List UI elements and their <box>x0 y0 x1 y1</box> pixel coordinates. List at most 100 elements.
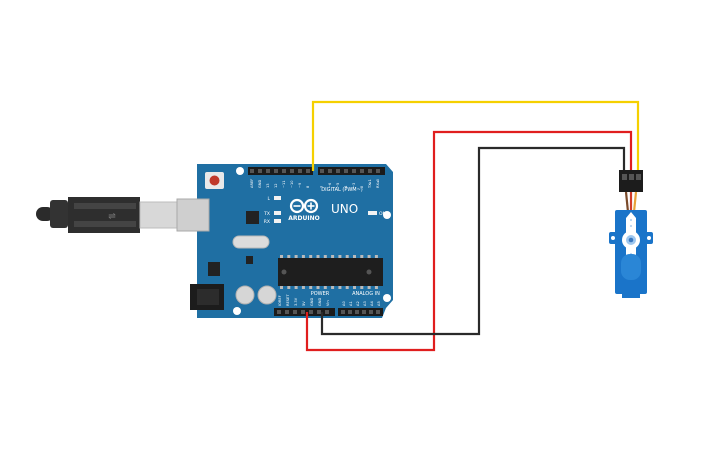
analog-pin-hole[interactable] <box>341 310 345 314</box>
digital-pin-label: 13 <box>266 183 270 188</box>
mounting-hole <box>233 307 241 315</box>
servo-connector-pin <box>636 174 641 180</box>
digital-pin-label: AREF <box>250 179 254 188</box>
analog-pin-label: A4 <box>370 301 374 306</box>
header-pin-hole[interactable] <box>368 169 372 173</box>
power-pin-hole[interactable] <box>309 310 313 314</box>
l-led-label: L <box>267 196 270 202</box>
analog-pin-hole[interactable] <box>376 310 380 314</box>
power-wire[interactable] <box>305 130 633 352</box>
digital-pin-label: ~10 <box>290 180 294 188</box>
rx-led <box>274 219 281 223</box>
power-pin-hole[interactable] <box>277 310 281 314</box>
servo-lead-brown <box>624 191 630 213</box>
reset-button[interactable] <box>209 175 220 186</box>
header-pin-hole[interactable] <box>344 169 348 173</box>
mounting-hole <box>383 294 391 302</box>
chip-pin <box>316 255 320 258</box>
servo-bottom-tab <box>622 288 640 298</box>
rx-led-label: RX <box>264 219 270 225</box>
header-pin-hole[interactable] <box>376 169 380 173</box>
analog-pin-hole[interactable] <box>369 310 373 314</box>
analog-pin-hole[interactable] <box>362 310 366 314</box>
chip-pin <box>360 286 364 289</box>
servo-motor[interactable] <box>609 170 653 298</box>
mounting-hole <box>236 167 244 175</box>
header-pin-hole[interactable] <box>290 169 294 173</box>
chip-pin <box>345 255 349 258</box>
header-pin-hole[interactable] <box>250 169 254 173</box>
usb-cable-tail <box>36 207 54 221</box>
header-pin-hole[interactable] <box>352 169 356 173</box>
servo-shaft <box>628 237 634 243</box>
chip-pin <box>374 255 378 258</box>
power-pin-hole[interactable] <box>285 310 289 314</box>
header-pin-hole[interactable] <box>298 169 302 173</box>
analog-label: ANALOG IN <box>352 291 380 297</box>
power-pin-hole[interactable] <box>301 310 305 314</box>
header-pin-hole[interactable] <box>328 169 332 173</box>
digital-pin-label: 4 <box>344 185 348 188</box>
power-pin-label: 5V <box>302 301 306 306</box>
analog-pin-hole[interactable] <box>348 310 352 314</box>
chip-pin <box>280 255 283 258</box>
digital-header-1 <box>248 167 313 175</box>
header-pin-hole[interactable] <box>266 169 270 173</box>
digital-pin-label: ~11 <box>282 180 286 188</box>
power-pin-hole[interactable] <box>325 310 329 314</box>
chip-pin <box>353 286 356 289</box>
chip-pin <box>338 286 342 289</box>
ground-wire[interactable] <box>320 146 626 336</box>
analog-pin-hole[interactable] <box>355 310 359 314</box>
capacitor <box>257 285 277 305</box>
header-pin-hole[interactable] <box>336 169 340 173</box>
power-pin-label: GND <box>318 298 322 306</box>
digital-label: DIGITAL (PWM~) <box>321 187 363 193</box>
signal-wire[interactable] <box>311 100 640 184</box>
chip-pin <box>338 255 342 258</box>
header-pin-hole[interactable] <box>320 169 324 173</box>
power-pin-hole[interactable] <box>293 310 297 314</box>
chip-pin <box>345 286 349 289</box>
header-pin-hole[interactable] <box>282 169 286 173</box>
servo-lead-orange <box>632 191 638 213</box>
digital-pin-label: ~3 <box>352 183 356 188</box>
servo-connector-pin <box>629 174 634 180</box>
chip-pin <box>331 255 335 258</box>
digital-pin-label: ~5 <box>336 183 340 188</box>
usb-cable-strain-relief <box>50 200 68 228</box>
power-pin-label: 3.3V <box>294 297 298 306</box>
chip-notch <box>281 269 287 275</box>
digital-pin-label: ~6 <box>328 182 332 188</box>
usb-plug-metal <box>139 201 179 229</box>
chip-pins <box>280 255 378 289</box>
servo-mount-hole <box>647 236 651 240</box>
analog-pin-label: A2 <box>356 301 360 306</box>
digital-pin-label: 8 <box>306 185 310 188</box>
header-pin-hole[interactable] <box>274 169 278 173</box>
usb-chip <box>246 211 259 224</box>
arduino-logo-icon <box>289 198 319 214</box>
chip-pin <box>294 286 298 289</box>
usb-cable[interactable]: ⇌ <box>36 197 179 233</box>
chip-pin <box>331 286 335 289</box>
bottom-pin-holes <box>277 310 380 314</box>
chip-pin <box>294 255 298 258</box>
header-pin-hole[interactable] <box>306 169 310 173</box>
power-pin-label: GND <box>310 298 314 306</box>
tx-led <box>274 211 281 215</box>
crystal-oscillator <box>232 235 270 249</box>
power-pin-hole[interactable] <box>317 310 321 314</box>
power-pin-label: RESET <box>286 294 290 306</box>
digital-pin-label: 7 <box>320 186 324 188</box>
digital-pin-label: ~9 <box>298 182 302 188</box>
header-pin-hole[interactable] <box>360 169 364 173</box>
header-pin-hole[interactable] <box>258 169 262 173</box>
power-pin-label: IOREF <box>278 295 282 306</box>
chip-pin <box>323 286 327 289</box>
analog-pin-label: A3 <box>363 301 367 306</box>
chip-pin <box>309 255 313 258</box>
